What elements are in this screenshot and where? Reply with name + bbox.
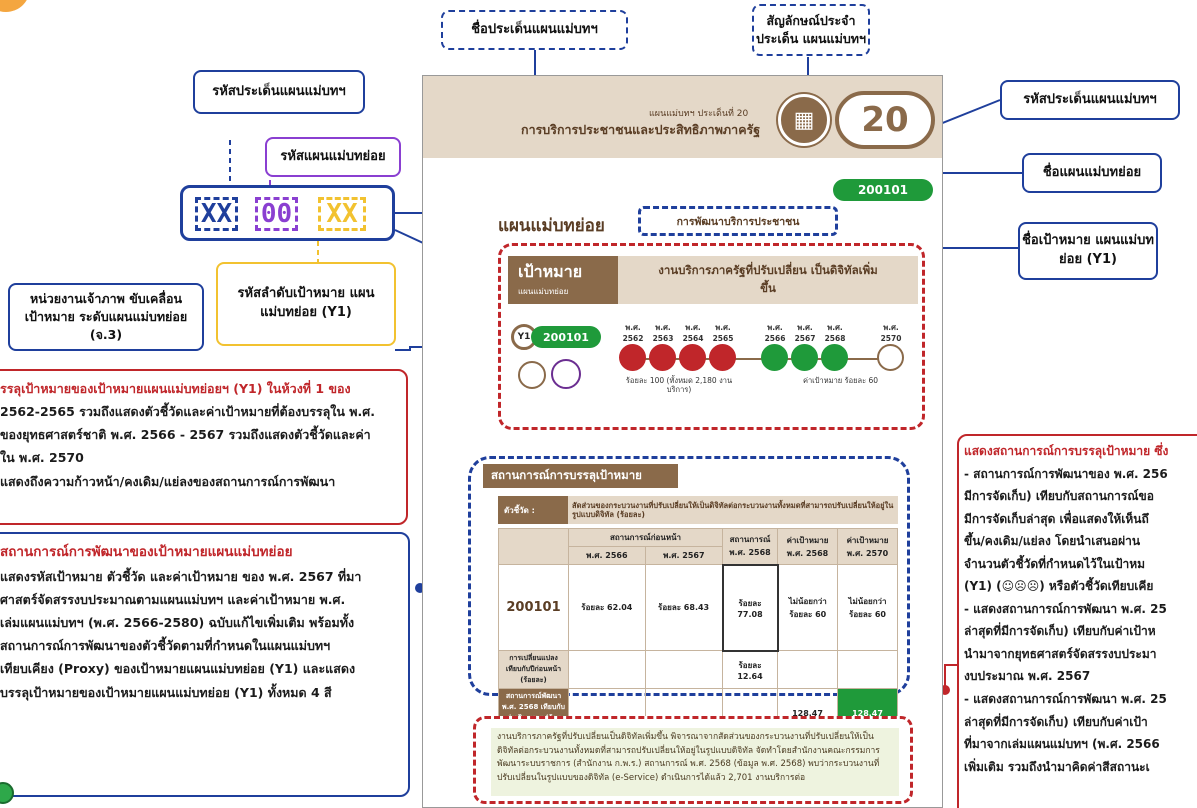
opdc-logo-icon (551, 359, 581, 389)
left-explanation-text-2: สถานการณ์การพัฒนาของเป้าหมายแผนแม่บทย่อย… (0, 544, 362, 700)
right-explanation-box (957, 434, 1197, 808)
code-box-target: XX (318, 197, 366, 231)
year-status-2567 (791, 344, 818, 371)
callout-plan-issue-code-right: รหัสประเด็นแผนแม่บทฯ (1000, 80, 1180, 120)
callout-plan-issue-symbol: สัญลักษณ์ประจำประเด็น แผนแม่บทฯ (752, 4, 870, 56)
target-note-left: ร้อยละ 100 (ทั้งหมด 2,180 งานบริการ) (625, 376, 733, 395)
callout-target-name: ชื่อเป้าหมาย แผนแม่บทย่อย (Y1) (1018, 222, 1158, 280)
header-small-text: แผนแม่บทฯ ประเด็นที่ 20 (649, 109, 749, 119)
left-explanation-box-2 (0, 532, 410, 797)
year-status-2566 (761, 344, 788, 371)
agency-logo-icon (518, 361, 546, 389)
issue-number-badge: 20 (835, 91, 935, 149)
callout-plan-issue-name: ชื่อประเด็นแผนแม่บทฯ (441, 10, 628, 50)
year-status-2570 (877, 344, 904, 371)
year-status-2565 (709, 344, 736, 371)
indicator-row: ตัวชี้วัด : สัดส่วนของกระบวนงานที่ปรับเป… (498, 496, 898, 524)
situation-title-box: สถานการณ์การบรรลุเป้าหมาย (483, 464, 678, 488)
sub-plan-code-badge: 200101 (833, 179, 933, 201)
target-code-badge: 200101 (531, 326, 601, 348)
issue-symbol-icon: ▦ (778, 94, 830, 146)
year-status-2568 (821, 344, 848, 371)
sub-plan-label: แผนแม่บทย่อย (498, 216, 605, 236)
left-explanation-box-1 (0, 369, 408, 525)
header-title: การบริการประชาชนและประสิทธิภาพภาครัฐ (521, 122, 761, 137)
sub-plan-name-box: การพัฒนาบริการประชาชน (638, 206, 838, 236)
green-status-dot (0, 782, 14, 804)
callout-lead-agency: หน่วยงานเจ้าภาพ ขับเคลื่อนเป้าหมาย ระดับ… (8, 283, 204, 351)
situation-table: สถานการณ์ก่อนหน้า สถานการณ์ พ.ศ. 2568 ค่… (498, 528, 898, 738)
left-explanation-text-1: รรลุเป้าหมายของเป้าหมายแผนแม่บทย่อยฯ (Y1… (0, 381, 375, 489)
year-status-2562 (619, 344, 646, 371)
callout-sub-plan-name: ชื่อแผนแม่บทย่อย (1022, 153, 1162, 193)
target-text-box: งานบริการภาครัฐที่ปรับเปลี่ยน เป็นดิจิทั… (618, 256, 918, 304)
target-section (498, 243, 925, 430)
target-note-right: ค่าเป้าหมาย ร้อยละ 60 (802, 376, 879, 385)
year-status-2563 (649, 344, 676, 371)
callout-target-order-code: รหัสลำดับเป้าหมาย แผนแม่บทย่อย (Y1) (216, 262, 396, 346)
summary-text: งานบริการภาครัฐที่ปรับเปลี่ยนเป็นดิจิทัล… (491, 728, 899, 796)
target-heading-box: เป้าหมาย แผนแม่บทย่อย (508, 256, 618, 304)
right-explanation-text: แสดงสถานการณ์การบรรลุเป้าหมาย ซึ่ง - สถา… (964, 444, 1169, 774)
callout-sub-plan-code: รหัสแผนแม่บทย่อย (265, 137, 401, 177)
code-box-subplan: 00 (255, 197, 298, 231)
code-box-issue: XX (195, 197, 238, 231)
year-status-2564 (679, 344, 706, 371)
year-labels: พ.ศ. 2562 พ.ศ. 2563 พ.ศ. 2564 พ.ศ. 2565 … (622, 323, 902, 343)
callout-plan-issue-code-left: รหัสประเด็นแผนแม่บทฯ (193, 70, 365, 114)
plan-document-page: แผนแม่บทฯ ประเด็นที่ 20 การบริการประชาชน… (422, 75, 943, 808)
